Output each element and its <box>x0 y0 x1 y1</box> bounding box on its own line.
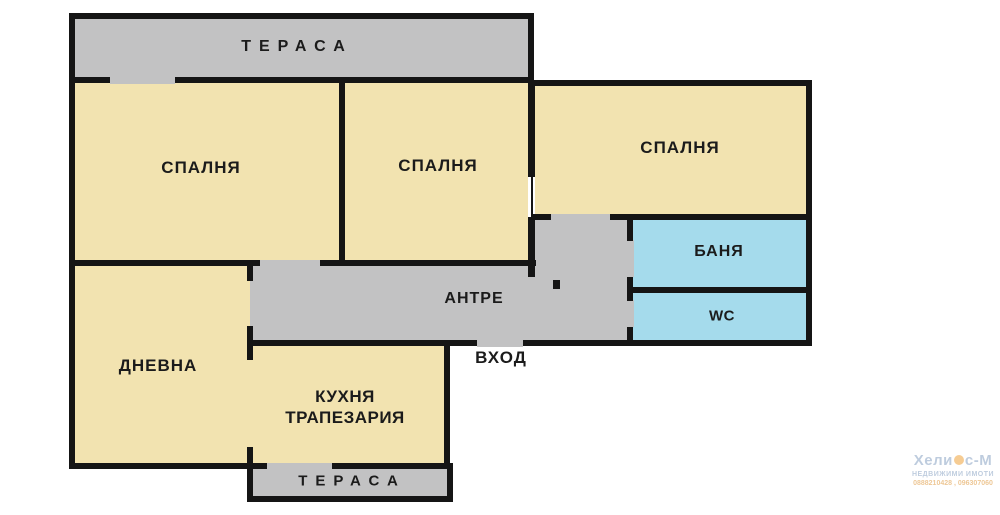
agency-watermark: Хели с-М НЕДВИЖИМИ ИМОТИ 0888210428 , 096… <box>903 452 1000 488</box>
door-opening-wc <box>626 300 634 327</box>
wall-segment <box>69 77 75 469</box>
label-entrance: ВХОД <box>475 348 527 367</box>
wall-segment <box>69 77 110 83</box>
wall-segment <box>531 80 812 86</box>
wall-segment <box>247 496 453 502</box>
door-opening-kitchen-terrace <box>267 463 332 470</box>
door-opening-bedroom3 <box>550 214 610 221</box>
wall-segment <box>531 214 551 220</box>
label-terrace-bottom: ТЕРАСА <box>298 472 406 490</box>
wall-segment <box>627 214 633 241</box>
wall-segment <box>247 263 253 281</box>
room-hallway-stub <box>533 220 627 270</box>
wall-segment <box>175 77 534 83</box>
label-bathroom: БАНЯ <box>694 243 744 260</box>
room-bedroom-1 <box>75 83 339 263</box>
wall-segment <box>523 340 812 346</box>
wall-segment <box>247 326 253 360</box>
wall-segment <box>69 463 267 469</box>
label-terrace-top: ТЕРАСА <box>241 38 353 55</box>
wall-segment <box>528 217 535 277</box>
agency-logo: Хели с-М <box>903 452 1000 471</box>
wall-segment <box>447 463 453 502</box>
door-opening-terrace-bedroom1 <box>110 77 175 84</box>
wall-segment <box>247 463 253 502</box>
wall-segment <box>610 214 812 220</box>
wall-segment <box>339 80 345 266</box>
wall-segment <box>444 340 450 469</box>
wall-segment <box>553 280 560 289</box>
agency-logo-text-2: с-М <box>964 452 993 469</box>
room-bedroom-2 <box>345 83 528 263</box>
room-bathroom <box>633 220 806 288</box>
label-kitchen: КУХНЯ ТРАПЕЗАРИЯ <box>285 386 405 428</box>
wall-segment <box>247 340 477 346</box>
wall-segment <box>69 13 534 19</box>
room-terrace-top <box>75 19 528 80</box>
wall-segment <box>69 13 75 83</box>
label-bedroom-3: СПАЛНЯ <box>640 138 720 157</box>
room-kitchen <box>250 346 444 463</box>
door-opening-entrance <box>477 340 523 347</box>
label-hallway: АНТРЕ <box>444 290 504 307</box>
wall-segment <box>69 260 260 266</box>
wall-segment <box>806 80 812 346</box>
label-living: ДНЕВНА <box>118 356 198 375</box>
agency-phones: 0888210428 , 096307060 <box>913 479 993 487</box>
label-bedroom-2: СПАЛНЯ <box>398 156 478 175</box>
wall-segment <box>332 463 453 469</box>
wall-segment <box>247 447 253 469</box>
wall-segment-thin <box>531 177 533 219</box>
wall-segment <box>627 277 633 301</box>
label-bedroom-1: СПАЛНЯ <box>161 158 241 177</box>
wall-segment <box>633 287 806 293</box>
wall-segment <box>627 327 633 346</box>
room-wc <box>633 293 806 340</box>
room-living <box>75 266 250 463</box>
room-hallway <box>250 266 627 340</box>
door-opening-bedroom1 <box>260 260 320 267</box>
door-opening-bathroom <box>626 240 634 277</box>
label-kitchen-line1: КУХНЯ <box>315 387 375 406</box>
wall-segment <box>528 80 535 177</box>
room-bedroom-3 <box>535 86 806 216</box>
label-wc: WC <box>709 307 735 325</box>
room-terrace-bottom <box>253 469 447 496</box>
label-kitchen-line2: ТРАПЕЗАРИЯ <box>285 408 405 427</box>
wall-segment <box>320 260 536 266</box>
agency-subtitle: НЕДВИЖИМИ ИМОТИ <box>911 470 995 478</box>
wall-segment <box>528 13 534 83</box>
agency-logo-text-1: Хели <box>913 452 953 469</box>
agency-logo-sun-icon <box>953 455 964 465</box>
